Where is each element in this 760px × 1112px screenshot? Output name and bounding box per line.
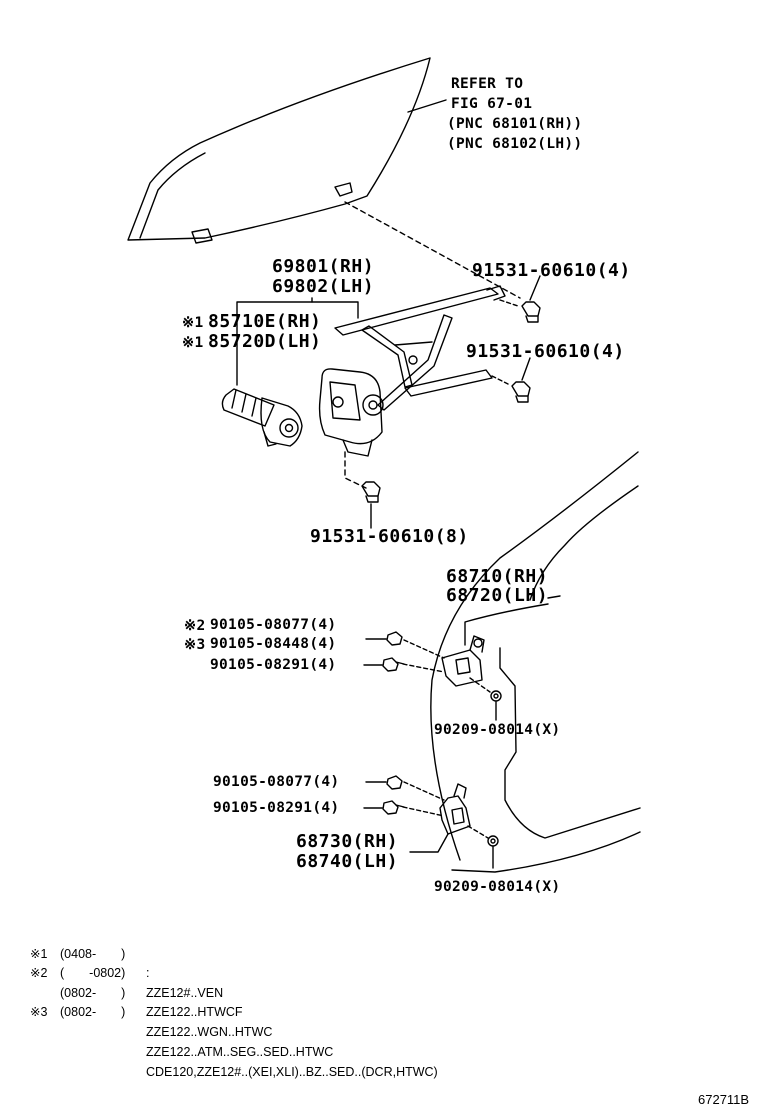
note-range-2: ( -0802) <box>60 966 126 980</box>
label-bolt-mid: 91531-60610(4) <box>466 341 625 362</box>
label-nut-lower: 90209-08014(X) <box>434 879 561 895</box>
bolt-a-icon <box>365 631 403 646</box>
note-text-3: ZZE12#..VEN <box>146 986 224 1000</box>
label-bolt-e: 90105-08291(4) <box>213 800 340 816</box>
label-regulator-lh: 69802(LH) <box>272 276 375 297</box>
regulator-bracket <box>236 297 359 386</box>
label-motor-lh: 85720D(LH) <box>208 331 322 352</box>
refer-line-4: (PNC 68102(LH)) <box>447 136 583 152</box>
label-upper-hinge-rh: 68710(RH) <box>446 566 549 587</box>
bolt-lower-icon <box>361 481 381 529</box>
note-text-7: CDE120,ZZE12#..(XEI,XLI)..BZ..SED..(DCR,… <box>146 1065 438 1079</box>
lower-hinge-leader <box>409 833 449 853</box>
door-frame <box>430 451 641 873</box>
bolt-upper-icon <box>499 275 541 323</box>
lower-hinge <box>439 783 471 835</box>
label-motor-rh: 85710E(RH) <box>208 311 322 332</box>
label-bolt-top: 91531-60610(4) <box>472 260 631 281</box>
window-motor <box>221 388 303 447</box>
label-bolt-bottom: 91531-60610(8) <box>310 526 469 547</box>
mark-motor-rh: ※1 <box>182 315 204 331</box>
refer-line-3: (PNC 68101(RH)) <box>447 116 583 132</box>
label-upper-hinge-lh: 68720(LH) <box>446 585 549 606</box>
note-mark-4: ※3 <box>30 1005 48 1019</box>
mark-bolt-a: ※2 <box>184 618 206 634</box>
nut-upper-icon <box>490 690 502 721</box>
note-mark-2: ※2 <box>30 966 48 980</box>
glass-dash-leader <box>344 201 521 299</box>
regulator-bottom-dash <box>344 451 367 489</box>
note-range-1: (0408- ) <box>60 947 126 961</box>
mark-motor-lh: ※1 <box>182 335 204 351</box>
label-nut-upper: 90209-08014(X) <box>434 722 561 738</box>
label-bolt-d: 90105-08077(4) <box>213 774 340 790</box>
mark-bolt-b: ※3 <box>184 637 206 653</box>
nut-lower-icon <box>487 835 499 869</box>
figure-id: 672711B <box>698 1092 750 1107</box>
note-range-3: (0802- ) <box>60 986 126 1000</box>
note-range-4: (0802- ) <box>60 1005 126 1019</box>
refer-line-1: REFER TO <box>451 76 524 92</box>
label-regulator-rh: 69801(RH) <box>272 256 375 277</box>
note-mark-1: ※1 <box>30 947 48 961</box>
note-text-2: : <box>146 966 150 980</box>
bolt-c-icon <box>363 657 405 672</box>
note-text-5: ZZE122..WGN..HTWC <box>146 1025 273 1039</box>
door-glass <box>127 57 431 244</box>
label-bolt-c: 90105-08291(4) <box>210 657 337 673</box>
upper-hinge <box>441 635 485 687</box>
upper-hinge-dash <box>402 639 491 693</box>
bolt-middle-icon <box>491 357 531 403</box>
note-text-4: ZZE122..HTWCF <box>146 1005 243 1019</box>
bolt-e-icon <box>363 800 405 815</box>
window-regulator <box>318 285 506 457</box>
label-lower-hinge-rh: 68730(RH) <box>296 831 399 852</box>
label-bolt-b: 90105-08448(4) <box>210 636 337 652</box>
label-lower-hinge-lh: 68740(LH) <box>296 851 399 872</box>
lower-hinge-dash <box>402 781 489 839</box>
note-text-6: ZZE122..ATM..SEG..SED..HTWC <box>146 1045 334 1059</box>
upper-hinge-leader <box>464 603 549 646</box>
refer-leader <box>407 99 447 113</box>
label-bolt-a: 90105-08077(4) <box>210 617 337 633</box>
refer-line-2: FIG 67-01 <box>451 96 533 112</box>
bolt-d-icon <box>365 775 403 790</box>
